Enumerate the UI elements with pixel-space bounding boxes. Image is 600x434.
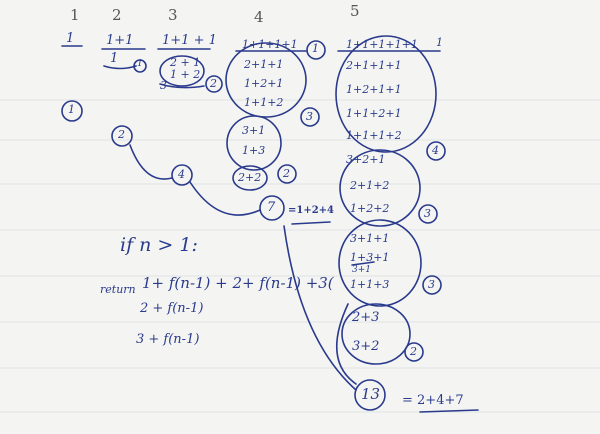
col2-underline [103,65,137,70]
col5-a-2: 1+2+1+1 [346,83,402,96]
tree-edge-col5-13 [336,303,357,385]
col4-top: 1+1+1+1 [242,38,298,51]
col3-group-item-1: 2 + 1 [170,56,201,69]
col3-bracket [159,83,205,89]
code-line-1: 1+ f(n-1) + 2+ f(n-1) +3( [142,274,334,292]
tree-node-13-label: 13 [361,385,381,403]
col4-group-c-ellipse [232,165,268,191]
col5-b-3: 1+2+2 [350,202,390,215]
col1-circle-label: 1 [68,103,75,116]
col5-circle-3-label: 3 [428,278,435,291]
col2-small-circle-label: 1 [137,59,143,69]
ruled-lines [0,99,600,413]
col5-circle-4 [404,342,424,362]
code-line-3: 3 + f(n-1) [136,332,200,347]
tree-node-7-label: 7 [267,200,276,215]
col5-d-2: 3+2 [352,339,380,354]
sum13-underline [419,409,479,413]
col4-circle-1-label: 1 [312,42,319,55]
column-header-1: 1 [70,6,80,24]
col3-circle [205,75,223,93]
tree-node-7 [259,195,285,221]
code-return-keyword: return [100,283,136,296]
col4-a-2: 1+2+1 [244,77,284,90]
sum7-underline [291,221,331,225]
col3-top: 1+1 + 1 [162,33,217,48]
col5-a-3: 1+1+2+1 [346,107,402,120]
col5-c-4: 1+1+3 [350,278,390,291]
col4-circle-2 [300,107,320,127]
column-header-3: 3 [168,6,178,24]
col5-circle-2 [418,204,438,224]
col5-circle-4-label: 2 [410,345,417,358]
col2-top: 1+1 [106,33,134,48]
col2-small-circle [133,59,147,73]
col5-circle-3 [422,275,442,295]
col5-d-1: 2+3 [352,310,380,325]
col4-group-a-ellipse [225,42,307,118]
col2-bottom: 1 [110,51,119,66]
col4-group-b-ellipse [226,115,282,171]
col4-b-2: 1+3 [242,144,266,157]
col5-a-4: 1+1+1+2 [346,129,402,142]
col5-group-b-ellipse [339,149,421,227]
col5-top-suffix: 1 [436,36,443,49]
col1-top: 1 [66,31,75,46]
col4-b-1: 3+1 [242,124,266,137]
col4-circle-2-label: 3 [306,110,313,123]
tree-edge-7-13 [283,225,357,391]
col5-circle-1-label: 4 [432,144,439,157]
column-header-2: 2 [112,6,122,24]
col5-group-a-ellipse [335,35,437,153]
col5-group-c-ellipse [338,219,422,307]
col4-circle-3 [277,164,297,184]
column-header-4: 4 [254,8,264,26]
tree-node-13 [354,379,386,411]
col5-a-1: 2+1+1+1 [346,59,402,72]
col2-circle [111,125,133,147]
col4-a-1: 2+1+1 [244,58,284,71]
strike-mark [351,261,375,266]
col1-circle [61,100,83,122]
col5-circle-1 [426,141,446,161]
sum7-expression: =1+2+4 [288,205,335,216]
col5-c-2: 1+3+1 [350,251,390,264]
col5-c-3: 3+1 [352,265,371,275]
code-condition: if n > 1: [120,234,198,256]
col5-c-1: 3+1+1 [350,232,390,245]
col4-c-1: 2+2 [238,171,262,184]
col3-group-ellipse [159,55,205,87]
col5-b-1: 3+2+1 [346,153,386,166]
col3-circle-label: 2 [210,77,217,90]
col5-b-2: 2+1+2 [350,179,390,192]
col3-group-item-2: 1 + 2 [170,68,201,81]
col3-bottom: 3 [160,79,167,92]
col2-circle-label: 2 [118,128,125,141]
total-expression: = 2+4+7 [402,393,464,408]
col5-circle-2-label: 3 [424,207,431,220]
col4-circle-1 [306,40,326,60]
code-line-2: 2 + f(n-1) [140,301,204,316]
col4-circle-3-label: 2 [283,167,290,180]
column-header-5: 5 [350,2,360,20]
tree-edge-4-7 [189,181,261,216]
col5-top: 1+1+1+1+1 [346,38,418,51]
tree-edge-2-4 [129,144,173,180]
tree-node-4 [171,164,193,186]
col5-group-d-ellipse [341,303,411,365]
col4-a-3: 1+1+2 [244,96,284,109]
tree-node-4-label: 4 [178,168,185,181]
